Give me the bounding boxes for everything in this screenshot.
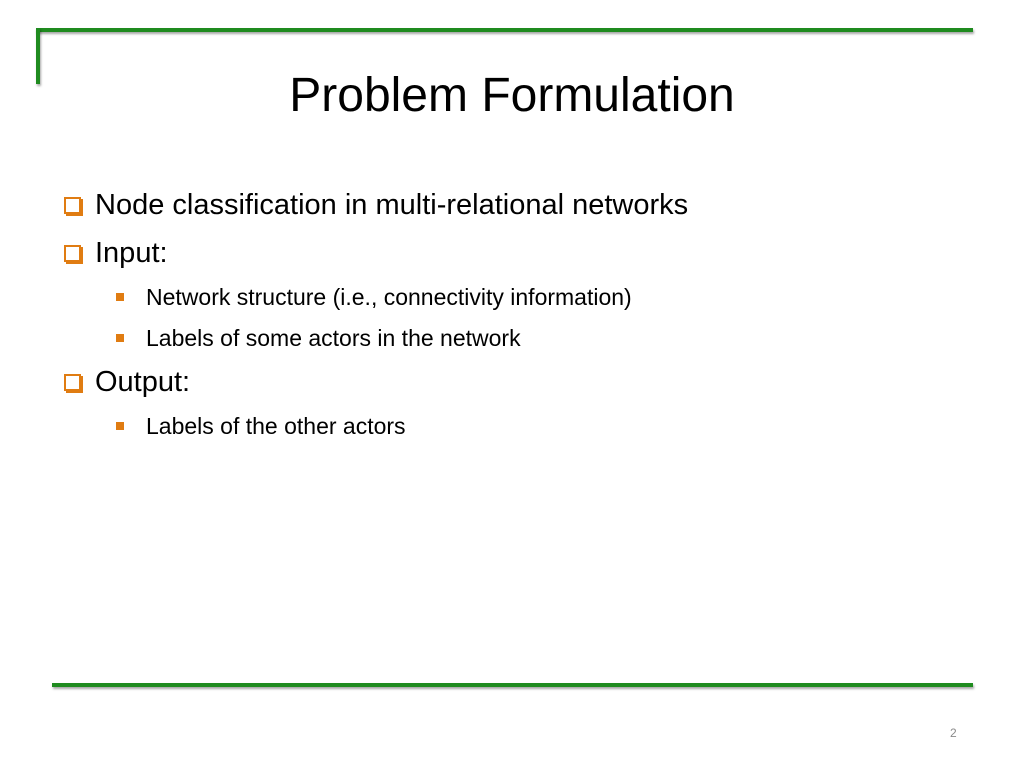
checkbox-bullet-icon	[64, 373, 81, 391]
slide-frame-bottom-rule	[52, 683, 973, 687]
sub-bullet-network-structure: Network structure (i.e., connectivity in…	[116, 282, 964, 312]
sub-bullet-labels-other-actors: Labels of the other actors	[116, 411, 964, 441]
bullet-text: Output:	[95, 366, 191, 398]
checkbox-bullet-icon	[64, 244, 81, 262]
bullet-output: Output:	[64, 363, 964, 401]
square-bullet-icon	[116, 422, 124, 430]
slide-title: Problem Formulation	[289, 69, 735, 122]
sub-bullet-text: Labels of some actors in the network	[146, 325, 521, 351]
square-bullet-icon	[116, 293, 124, 301]
bullet-input: Input:	[64, 234, 964, 272]
slide-frame-top-rule	[36, 28, 973, 32]
sub-bullet-text: Network structure (i.e., connectivity in…	[146, 284, 632, 310]
page-number: 2	[950, 726, 957, 740]
square-bullet-icon	[116, 334, 124, 342]
bullet-node-classification: Node classification in multi-relational …	[64, 186, 964, 224]
bullet-text: Node classification in multi-relational …	[95, 189, 689, 221]
sub-bullet-labels-some-actors: Labels of some actors in the network	[116, 323, 964, 353]
slide-frame-left-rule	[36, 28, 40, 84]
bullet-text: Input:	[95, 237, 168, 269]
slide-content: Node classification in multi-relational …	[64, 186, 964, 452]
sub-bullet-text: Labels of the other actors	[146, 413, 406, 439]
checkbox-bullet-icon	[64, 196, 81, 214]
